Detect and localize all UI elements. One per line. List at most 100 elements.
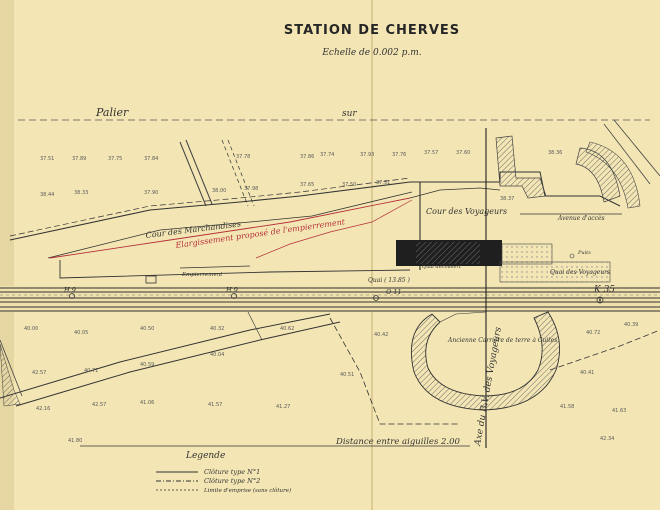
quarry-rim xyxy=(439,311,487,323)
svg-text:40.59: 40.59 xyxy=(140,362,154,368)
svg-text:42.57: 42.57 xyxy=(92,402,106,408)
switch-point-1-label: H 9 xyxy=(63,286,76,294)
road-top-right-a xyxy=(613,119,660,177)
svg-text:40.72: 40.72 xyxy=(586,330,600,336)
svg-text:37.75: 37.75 xyxy=(108,156,122,162)
svg-text:41.27: 41.27 xyxy=(276,404,290,410)
goods-yard-fence-dash xyxy=(9,177,411,237)
switch-point-2: H 9 xyxy=(225,286,238,299)
scale-label: Echelle de 0.002 p.m. xyxy=(321,48,421,58)
svg-text:37.65: 37.65 xyxy=(300,182,314,188)
svg-text:38.33: 38.33 xyxy=(74,190,88,196)
svg-text:37.50: 37.50 xyxy=(342,182,356,188)
legend-item-2: Clôture type N°2 xyxy=(204,477,260,485)
goods-shed xyxy=(145,275,157,284)
svg-text:37.84: 37.84 xyxy=(144,156,158,162)
svg-text:38.44: 38.44 xyxy=(40,192,54,198)
svg-text:40.50: 40.50 xyxy=(140,326,154,332)
annex-building xyxy=(501,243,553,265)
kilometre-label: K 35 xyxy=(593,285,615,295)
empierrement-label: Empierrement xyxy=(181,272,223,278)
svg-text:41.06: 41.06 xyxy=(140,400,154,406)
svg-text:40.42: 40.42 xyxy=(374,332,388,338)
svg-text:40.00: 40.00 xyxy=(24,326,38,332)
road-left-b xyxy=(179,141,207,207)
lower-road-a xyxy=(0,313,331,399)
road-left-a xyxy=(185,139,213,205)
svg-text:37.57: 37.57 xyxy=(424,150,438,156)
quarry-label: Ancienne Carrière de terre à Cuites xyxy=(447,337,557,344)
svg-text:40.51: 40.51 xyxy=(340,372,354,378)
svg-text:41.57: 41.57 xyxy=(208,402,222,408)
svg-text:41.80: 41.80 xyxy=(68,438,82,444)
svg-text:42.16: 42.16 xyxy=(36,406,50,412)
svg-text:37.60: 37.60 xyxy=(456,150,470,156)
svg-text:38.36: 38.36 xyxy=(548,150,562,156)
lower-fence-right xyxy=(549,329,660,371)
svg-text:37.86: 37.86 xyxy=(300,154,314,160)
passengers-yard-label: Cour des Voyageurs xyxy=(426,207,507,216)
svg-text:41.63: 41.63 xyxy=(612,408,626,414)
gradient-label-left: Palier xyxy=(95,106,129,119)
switch-point-2-label: H 9 xyxy=(225,286,238,294)
svg-text:37.51: 37.51 xyxy=(40,156,54,162)
road-right-b xyxy=(227,139,255,207)
svg-text:38.37: 38.37 xyxy=(500,196,514,202)
svg-text:37.78: 37.78 xyxy=(236,154,250,160)
svg-text:40.04: 40.04 xyxy=(210,352,224,358)
svg-text:40.62: 40.62 xyxy=(280,326,294,332)
legend-title: Legende xyxy=(185,451,225,461)
svg-text:37.89: 37.89 xyxy=(72,156,86,162)
legend-item-3: Limite d'emprise (sans clôture) xyxy=(203,487,291,494)
svg-text:42.57: 42.57 xyxy=(32,370,46,376)
switch-point-3: O 11 xyxy=(373,288,402,301)
svg-text:37.98: 37.98 xyxy=(244,186,258,192)
lower-road-d xyxy=(0,339,23,397)
paper-edge-shadow xyxy=(0,0,14,510)
legend-item-1: Clôture type N°1 xyxy=(204,468,260,476)
quai-voyageurs-label: Quai des Voyageurs xyxy=(550,269,610,276)
lower-fence xyxy=(329,317,460,425)
proposal-line xyxy=(49,197,411,259)
svg-text:41.58: 41.58 xyxy=(560,404,574,410)
empierrement-edge xyxy=(179,265,251,269)
svg-text:40.39: 40.39 xyxy=(624,322,638,328)
svg-text:40.05: 40.05 xyxy=(74,330,88,336)
elevation-marks: 37.51 37.89 37.75 37.84 37.78 37.86 37.74 37.… xyxy=(24,150,638,444)
svg-text:38.00: 38.00 xyxy=(212,188,226,194)
svg-text:40.32: 40.32 xyxy=(210,326,224,332)
goods-yard-lower xyxy=(59,260,411,279)
rail-corridor xyxy=(0,286,660,312)
passengers-yard-curve xyxy=(409,187,501,199)
svg-text:37.51: 37.51 xyxy=(376,180,390,186)
lower-road-b xyxy=(15,321,341,407)
embankment-top-left xyxy=(495,135,547,199)
svg-text:37.74: 37.74 xyxy=(320,152,334,158)
station-building-hatch xyxy=(416,242,480,264)
svg-text:40.41: 40.41 xyxy=(580,370,594,376)
quarry-embankment xyxy=(410,311,561,411)
quai-decouvert-label: Quai découvert xyxy=(422,263,462,270)
svg-text:42.34: 42.34 xyxy=(600,436,614,442)
avenue-label: Avenue d'accès xyxy=(557,215,605,222)
proposal-curve xyxy=(255,199,413,259)
distance-label: Distance entre aiguilles 2.00 xyxy=(335,437,461,447)
lower-road-c xyxy=(247,311,263,341)
quai-voyageurs-area xyxy=(499,261,611,283)
switch-point-1: H 9 xyxy=(63,286,76,299)
svg-text:40.71: 40.71 xyxy=(84,368,98,374)
goods-yard-inner xyxy=(47,191,413,259)
quai-label: Quai ( 13.85 ) xyxy=(368,277,411,284)
svg-text:37.93: 37.93 xyxy=(360,152,374,158)
lower-left-embankment xyxy=(0,343,21,407)
kilometre-post: K 35 xyxy=(593,285,615,304)
gradient-label-right: sur xyxy=(342,109,357,119)
road-right-a xyxy=(221,139,249,207)
svg-text:37.90: 37.90 xyxy=(144,190,158,196)
road-top-right-b xyxy=(603,123,651,185)
well-label: Puits xyxy=(577,250,591,256)
svg-text:37.76: 37.76 xyxy=(392,152,406,158)
well-symbol xyxy=(569,253,575,259)
